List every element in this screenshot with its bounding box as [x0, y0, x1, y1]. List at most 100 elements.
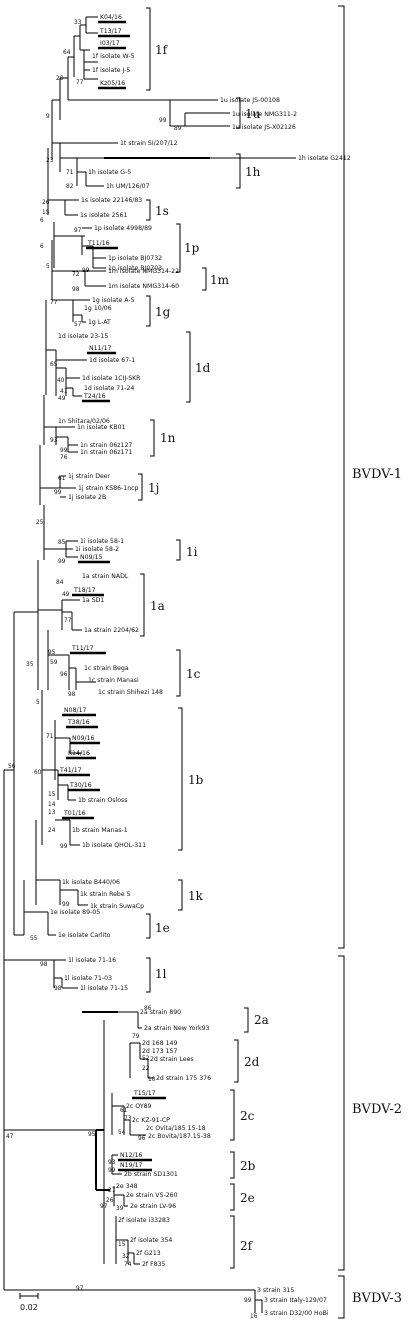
leaf-label: 1c strain Shihezi 148: [98, 689, 163, 696]
subgenotype-label: 2b: [240, 1159, 256, 1173]
bootstrap-value: 99: [60, 844, 68, 850]
subgenotype-label: 1g: [155, 305, 171, 319]
bootstrap-value: 76: [60, 455, 68, 461]
bootstrap-value: 26: [106, 1198, 114, 1204]
leaf-label: K04/16: [100, 14, 122, 21]
leaf-label: T18/17: [73, 587, 96, 594]
leaf-label: T15/17: [133, 1090, 156, 1097]
leaf-label: 2f isolate 354: [130, 1237, 172, 1244]
leaf-label: 2e 348: [116, 1183, 138, 1190]
leaf-label: 1a strain 2204/62: [84, 627, 139, 634]
subgenotype-label: 1a: [150, 599, 165, 613]
leaf-label: K14/16: [68, 750, 90, 757]
leaf-label: 1f isolate W-5: [92, 53, 135, 60]
leaf-label: 1n strain 06z171: [80, 449, 132, 456]
bootstrap-value: 25: [36, 520, 44, 526]
leaf-label: 1e isolate Carlito: [58, 932, 111, 939]
leaf-label: 1g L-AT: [88, 319, 111, 326]
subgenotype-label: 1c: [186, 667, 201, 681]
leaf-label: 1b strain Osloss: [78, 797, 127, 804]
subgenotype-label: 1d: [195, 361, 211, 375]
leaf-label: 1l isolate 71-15: [80, 985, 128, 992]
genotype-brackets: [338, 5, 345, 1319]
bootstrap-value: 77: [50, 300, 58, 306]
bootstrap-value: 93: [50, 438, 58, 444]
scale-bar: 0.02: [19, 1293, 39, 1312]
leaf-label: 2a strain 890: [140, 1009, 181, 1016]
bootstrap-value: 98: [72, 287, 80, 293]
subgenotype-label: 1s: [155, 204, 169, 218]
leaf-label: T24/16: [83, 393, 106, 400]
leaf-label: T01/16: [63, 810, 86, 817]
subgenotype-label: 1h: [245, 165, 261, 179]
leaf-label: 3 strain D32/00 HoBi: [264, 1310, 329, 1317]
bootstrap-values: 33 64 77 28 9 99 89 23 71 82 26 15 99 6 …: [6, 20, 258, 1320]
bootstrap-value: 99: [58, 559, 66, 565]
bootstrap-value: 47: [6, 1134, 14, 1140]
leaf-label: 1p isolate 4998/89: [94, 225, 152, 232]
leaf-label: 2b strain SD1301: [124, 1171, 178, 1178]
leaf-label: 2c Bovita/187.15-38: [148, 1133, 211, 1140]
leaf-label: N11/17: [89, 345, 112, 352]
bootstrap-value: 98: [54, 986, 62, 992]
bootstrap-value: 79: [132, 1034, 140, 1040]
bootstrap-value: 40: [57, 378, 65, 384]
leaf-label: 1n Shitara/02/06: [58, 418, 110, 425]
bootstrap-value: 82: [66, 184, 74, 190]
bootstrap-value: 99: [82, 268, 90, 274]
subgenotype-label: 1l: [155, 967, 167, 981]
bootstrap-value: 61: [120, 1108, 128, 1114]
bootstrap-value: 14: [48, 802, 56, 808]
leaf-label: 2c Ovita/185 15-18: [146, 1125, 206, 1132]
leaf-label: 1p isolate BJ0732: [108, 255, 162, 262]
leaf-labels: K04/16 T13/17 I03/17 1f isolate W-5 1f i…: [50, 14, 351, 1317]
subgenotype-label: 1n: [160, 431, 176, 445]
leaf-label: 1d isolate 67-1: [89, 357, 135, 364]
leaf-label: 2c OY89: [126, 1103, 152, 1110]
leaf-label: 1b strain Manas-1: [72, 827, 128, 834]
bootstrap-value: 26: [42, 200, 50, 206]
bootstrap-value: 99: [244, 1298, 252, 1304]
leaf-label: 1u isolate JS-X02126: [232, 124, 296, 131]
leaf-label: T11/17: [71, 645, 94, 652]
bootstrap-value: 99: [54, 490, 62, 496]
leaf-label: 1d isolate 1CIJ-SKR: [82, 375, 141, 382]
bootstrap-value: 52: [142, 1056, 150, 1062]
subgenotype-labels: 1f 1u 1h 1s 1p 1m 1g 1d 1n 1j 1i 1a 1c 1…: [148, 43, 269, 1253]
bootstrap-value: 9: [46, 114, 50, 120]
bootstrap-value: 96: [60, 672, 68, 678]
leaf-label: 1n isolate KB01: [77, 424, 126, 431]
leaf-label: 1u isolate NMG311-2: [232, 111, 297, 118]
bootstrap-value: 24: [48, 828, 56, 834]
leaf-label: 1m isolate NMG314-60: [108, 283, 179, 290]
leaf-label: 2e strain VS-260: [126, 1192, 178, 1199]
leaf-label: 1c strain Manasi: [88, 677, 139, 684]
subgenotype-label: 1k: [188, 889, 204, 903]
leaf-label: 1d isolate 23-15: [58, 333, 108, 340]
leaf-label: 1i isolate 58-1: [80, 538, 124, 545]
leaf-label: N12/16: [120, 1152, 143, 1159]
bootstrap-value: 35: [26, 662, 34, 668]
leaf-label: T11/16: [87, 240, 110, 247]
bootstrap-value: 97: [100, 1204, 108, 1210]
leaf-label: 2f isolate i33283: [118, 1217, 170, 1224]
bootstrap-value: 15: [42, 210, 50, 216]
leaf-label: 1k strain Rebe 5: [80, 891, 131, 898]
bootstrap-value: 99: [60, 448, 68, 454]
leaf-label: T41/17: [59, 767, 82, 774]
subgenotype-label: 2a: [254, 1013, 269, 1027]
bootstrap-value: 60: [34, 770, 42, 776]
leaf-label: 3 strain 315: [257, 1287, 294, 1294]
leaf-label: 1p isolate BJ0703: [108, 265, 162, 272]
leaf-label: N19/17: [120, 1162, 143, 1169]
bootstrap-value: 16: [250, 1314, 258, 1320]
leaf-label: 1s isolate 2561: [80, 212, 127, 219]
leaf-label: 2f G213: [136, 1250, 161, 1257]
bootstrap-value: 98: [68, 692, 76, 698]
bootstrap-value: 22: [142, 1066, 150, 1072]
bootstrap-value: 28: [56, 76, 64, 82]
bootstrap-value: 89: [174, 126, 182, 132]
leaf-label: 1l isolate 71-03: [64, 975, 112, 982]
subgenotype-label: 2e: [240, 1191, 255, 1205]
